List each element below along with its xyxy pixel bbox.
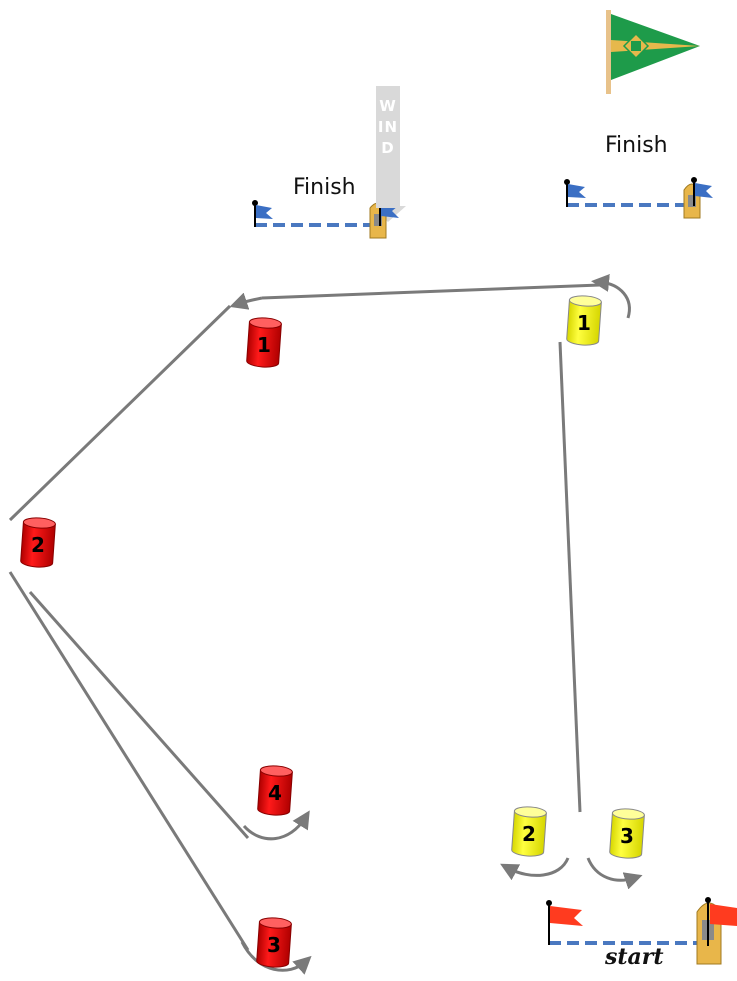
buoy-icon: 2 — [20, 517, 56, 568]
finish-flag-icon — [252, 200, 273, 227]
club-pennant-icon — [606, 10, 700, 94]
buoy-icon: 4 — [257, 765, 293, 816]
yellow-mark-2-label: 2 — [522, 822, 536, 846]
committee-boat-icon — [696, 897, 737, 965]
course-route — [8, 273, 643, 975]
start-flag-icon — [546, 900, 583, 945]
yellow-mark-1-label: 1 — [577, 311, 591, 335]
finish-label-right: Finish — [605, 133, 668, 158]
finish-label-left: Finish — [293, 175, 356, 200]
finish-flag-icon — [564, 179, 586, 207]
finish-line-right — [564, 177, 713, 219]
start-label: start — [605, 944, 664, 970]
committee-boat-icon — [683, 177, 713, 219]
wind-label: WIND — [377, 97, 399, 157]
red-mark-1-label: 1 — [257, 333, 271, 357]
yellow-mark-3-label: 3 — [620, 824, 634, 848]
wind-indicator: WIND — [376, 86, 400, 208]
buoy-icon: 2 — [511, 806, 547, 857]
buoy-icon: 3 — [256, 917, 292, 968]
red-mark-4-label: 4 — [268, 781, 282, 805]
red-mark-2-label: 2 — [31, 533, 45, 557]
start-line — [546, 897, 737, 965]
buoy-icon: 1 — [566, 295, 602, 346]
buoy-icon: 3 — [609, 808, 645, 859]
red-mark-3-label: 3 — [267, 933, 281, 957]
buoy-icon: 1 — [246, 317, 282, 368]
